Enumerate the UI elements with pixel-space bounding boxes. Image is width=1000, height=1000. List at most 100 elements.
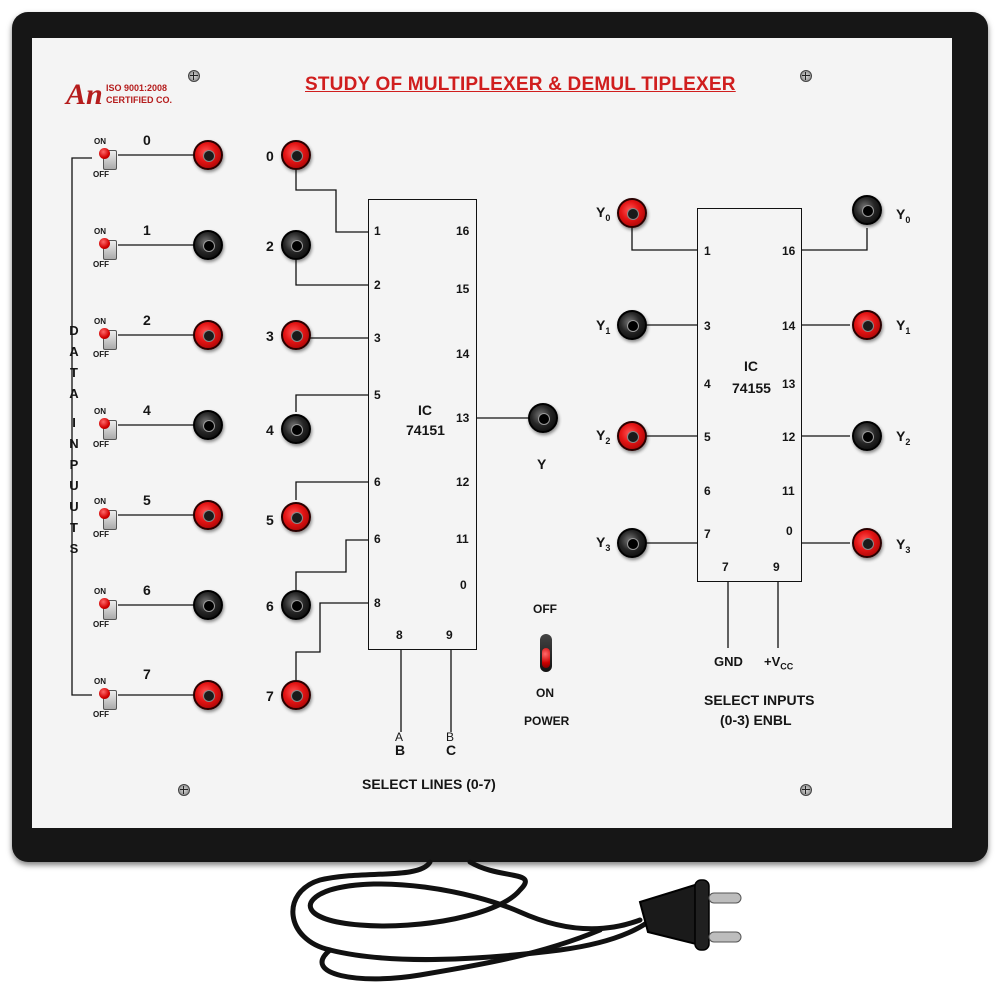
pin-label: 5	[704, 430, 711, 444]
data-switch-1[interactable]	[99, 234, 117, 260]
data-socket-1[interactable]	[193, 230, 223, 260]
pin-label: 16	[456, 224, 470, 238]
pin-label: 11	[782, 484, 795, 498]
pin-label: 8	[396, 628, 403, 642]
pin-label: 6	[704, 484, 711, 498]
mux-input-socket-0[interactable]	[281, 140, 311, 170]
demux-ic-label: IC	[744, 358, 758, 374]
mux-socket-label: 6	[266, 598, 274, 614]
mux-output-label: Y	[537, 456, 547, 472]
select-inputs-label: SELECT INPUTS	[704, 692, 815, 708]
data-socket-4[interactable]	[193, 500, 223, 530]
pin-label: 7	[722, 560, 729, 574]
mux-input-socket-3[interactable]	[281, 320, 311, 350]
select-letter: B	[395, 742, 406, 758]
demux-left-label: Y0	[596, 204, 611, 223]
pin-label: 5	[374, 388, 381, 402]
gnd-label: GND	[714, 654, 743, 669]
data-switch-6[interactable]	[99, 684, 117, 710]
data-switch-4[interactable]	[99, 504, 117, 530]
demux-right-socket-y1[interactable]	[852, 310, 882, 340]
data-switch-0[interactable]	[99, 144, 117, 170]
pin-label: 11	[456, 532, 469, 546]
mux-input-socket-2[interactable]	[281, 230, 311, 260]
demux-ic-74155	[697, 208, 802, 582]
mux-ic-number: 74151	[406, 422, 445, 438]
switch-number: 0	[143, 132, 151, 148]
pin-label: 4	[704, 377, 711, 391]
demux-left-label: Y1	[596, 317, 611, 336]
data-socket-5[interactable]	[193, 590, 223, 620]
switch-number: 7	[143, 666, 151, 682]
demux-right-label: Y1	[896, 317, 911, 336]
pin-label: 3	[704, 319, 711, 333]
screw-icon	[178, 784, 190, 796]
select-inputs-range: (0-3) ENBL	[720, 712, 792, 728]
demux-left-socket-y1[interactable]	[617, 310, 647, 340]
switch-number: 6	[143, 582, 151, 598]
demux-right-socket-y2[interactable]	[852, 421, 882, 451]
mux-input-socket-4[interactable]	[281, 414, 311, 444]
select-letter: C	[446, 742, 457, 758]
switch-number: 2	[143, 312, 151, 328]
power-off-label: OFF	[533, 602, 557, 616]
mux-socket-label: 4	[266, 422, 274, 438]
pin-label: 1	[704, 244, 711, 258]
pin-label: 8	[374, 596, 381, 610]
pin-label: 13	[456, 411, 470, 425]
pin-label: 15	[456, 282, 470, 296]
demux-right-socket-y3[interactable]	[852, 528, 882, 558]
data-socket-2[interactable]	[193, 320, 223, 350]
pin-label: 7	[704, 527, 711, 541]
switch-number: 4	[143, 402, 151, 418]
select-letter: A	[395, 730, 404, 744]
iso-certification: ISO 9001:2008	[106, 83, 168, 93]
pin-label: 6	[374, 475, 381, 489]
data-switch-2[interactable]	[99, 324, 117, 350]
switch-number: 5	[143, 492, 151, 508]
mux-output-socket-y[interactable]	[528, 403, 558, 433]
pin-label: 12	[782, 430, 796, 444]
pin-label: 0	[786, 524, 793, 538]
data-socket-6[interactable]	[193, 680, 223, 710]
demux-left-socket-y2[interactable]	[617, 421, 647, 451]
mux-socket-label: 2	[266, 238, 274, 254]
demux-right-label: Y0	[896, 206, 911, 225]
mux-socket-label: 3	[266, 328, 274, 344]
demux-right-label: Y3	[896, 536, 911, 555]
demux-ic-number: 74155	[732, 380, 771, 396]
pin-label: 12	[456, 475, 470, 489]
mux-input-socket-6[interactable]	[281, 590, 311, 620]
mux-ic-label: IC	[418, 402, 432, 418]
data-socket-3[interactable]	[193, 410, 223, 440]
brand-logo: An	[66, 78, 103, 111]
screw-icon	[188, 70, 200, 82]
select-letter: B	[446, 730, 455, 744]
demux-left-socket-y3[interactable]	[617, 528, 647, 558]
data-socket-0[interactable]	[193, 140, 223, 170]
mux-input-socket-7[interactable]	[281, 680, 311, 710]
data-switch-5[interactable]	[99, 594, 117, 620]
mux-socket-label: 5	[266, 512, 274, 528]
demux-right-socket-y0[interactable]	[852, 195, 882, 225]
board-title: STUDY OF MULTIPLEXER & DEMUL TIPLEXER	[305, 74, 736, 95]
pin-label: 9	[773, 560, 780, 574]
data-switch-3[interactable]	[99, 414, 117, 440]
mux-input-socket-5[interactable]	[281, 502, 311, 532]
power-label: POWER	[524, 714, 570, 728]
switch-number: 1	[143, 222, 151, 238]
mux-socket-label: 7	[266, 688, 274, 704]
power-switch[interactable]	[535, 634, 557, 672]
demux-left-socket-y0[interactable]	[617, 198, 647, 228]
pin-label: 2	[374, 278, 381, 292]
pin-label: 0	[460, 578, 467, 592]
demux-right-label: Y2	[896, 428, 911, 447]
demux-left-label: Y2	[596, 427, 611, 446]
iso-certification-sub: CERTIFIED CO.	[106, 95, 173, 105]
screw-icon	[800, 784, 812, 796]
pin-label: 14	[782, 319, 796, 333]
mux-socket-label: 0	[266, 148, 274, 164]
